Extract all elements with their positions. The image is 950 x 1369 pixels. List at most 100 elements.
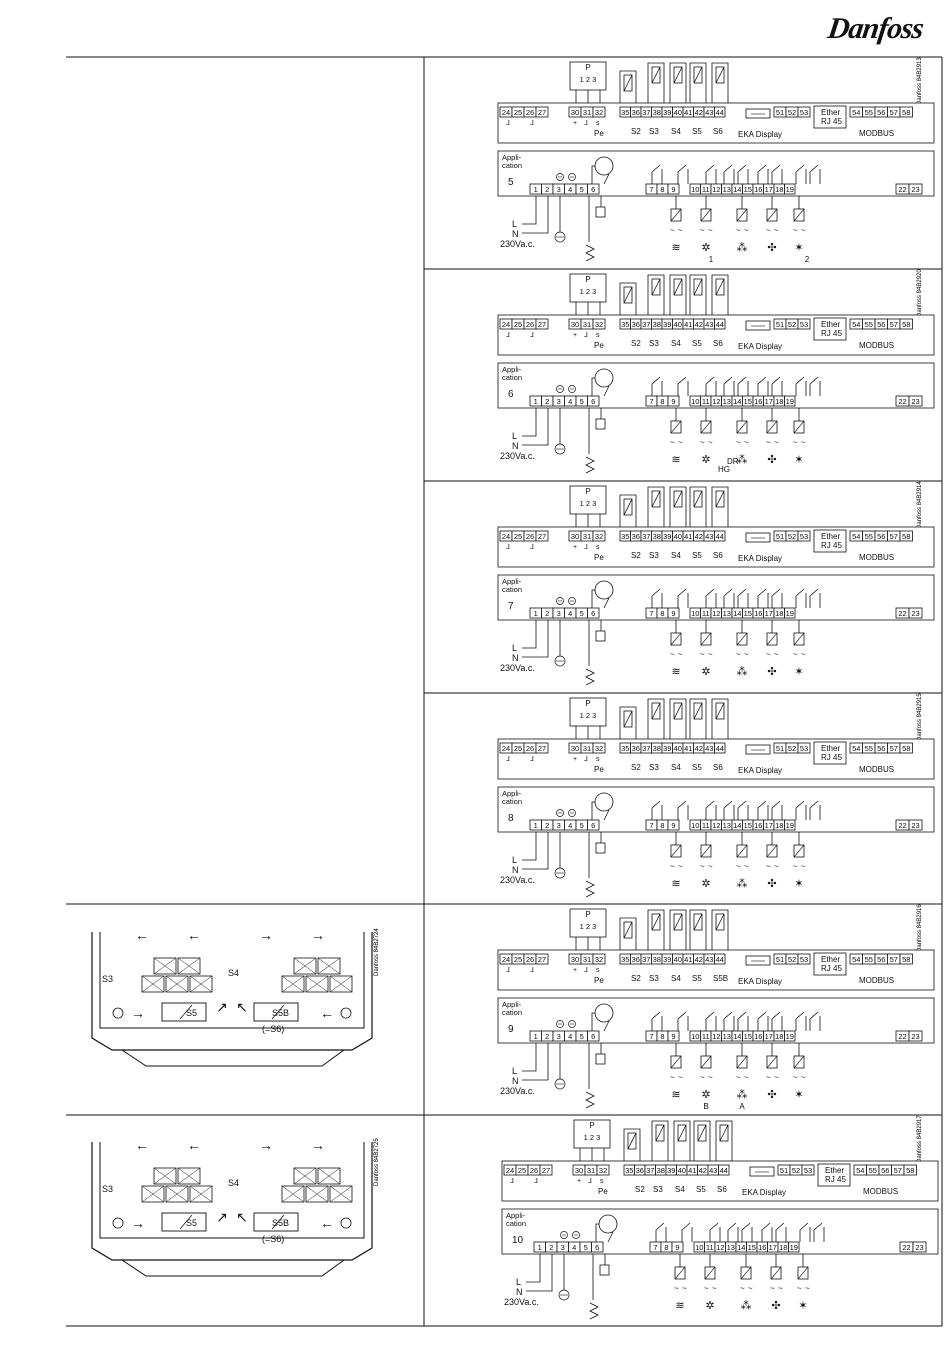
terminal-7-9-label: 8 (660, 397, 664, 406)
terminal-54-58-label: 55 (865, 320, 873, 329)
label-A: A (739, 1102, 745, 1111)
terminal-35-44-box (714, 106, 726, 118)
label-B: B (703, 1102, 708, 1111)
ac-symbol: ~ (774, 438, 779, 447)
terminal-10-19-box (788, 1241, 800, 1253)
ac-symbol: ~ (766, 438, 771, 447)
terminal-10-19-label: 19 (786, 185, 794, 194)
relay-contact (741, 1222, 751, 1242)
pressure-transmitter (569, 485, 607, 515)
relay-contact (677, 376, 687, 396)
terminal-10-19-label: 13 (723, 821, 731, 830)
terminal-24-27-label: 26 (526, 532, 534, 541)
terminal-35-44-label: 43 (705, 744, 713, 753)
relay-contact (809, 1011, 819, 1031)
terminal-30-32-label: 32 (595, 955, 603, 964)
terminal-24-27-label: 24 (502, 320, 510, 329)
drawing-code: Danfoss 84B2724.10 (374, 928, 380, 976)
relay-contact (757, 164, 767, 184)
relay-contact (757, 588, 767, 608)
terminal-1-6-label: 2 (545, 397, 549, 406)
sensor-label: S5 (692, 339, 702, 348)
supply-voltage: 230Va.c. (500, 239, 535, 249)
terminal-1-6-label: 1 (534, 821, 538, 830)
terminal-30-32-label: 30 (571, 320, 579, 329)
terminal-54-58-label: 54 (852, 108, 860, 117)
eka-display-icon (745, 320, 771, 331)
terminal-10-19-label: 13 (723, 609, 731, 618)
ac-symbol: ~ (797, 1284, 802, 1293)
ac-symbol: ~ (682, 1284, 687, 1293)
relay-contact (757, 376, 767, 396)
ground-tick: ⅃ (534, 1178, 538, 1185)
sensor-label: S5 (692, 127, 702, 136)
pressure-pins: 1 2 3 (580, 75, 597, 84)
sensor-label: S6 (713, 127, 723, 136)
airflow-arrow-icon: ← (320, 1005, 334, 1021)
terminal-7-9-label: 7 (649, 821, 653, 830)
terminal-22-23-box (912, 1241, 927, 1253)
terminal-1-6-label: 3 (557, 397, 561, 406)
relay-contact (761, 1222, 771, 1242)
airflow-arrow-icon: ← (320, 1215, 334, 1231)
terminal-24-27-box (535, 106, 549, 118)
ac-symbol: ~ (708, 226, 713, 235)
relay-contact (737, 800, 747, 820)
ac-symbol: ~ (712, 1284, 717, 1293)
terminal-10-19-box (784, 395, 796, 407)
terminal-35-44-label: 43 (705, 108, 713, 117)
drawing-code: Danfoss 84B2915.10 (917, 693, 923, 741)
terminal-7-9-label: 8 (660, 1032, 664, 1041)
ac-symbol: ~ (700, 226, 705, 235)
pressure-label: P (585, 63, 590, 72)
terminal-10-19-label: 11 (706, 1243, 714, 1252)
terminal-35-44-label: 40 (674, 744, 682, 753)
line-N: N (512, 653, 519, 663)
terminal-30-32-box (592, 742, 606, 754)
terminal-51-53-label: 51 (776, 320, 784, 329)
relay-contact (677, 588, 687, 608)
terminal-10-19-label: 12 (712, 821, 720, 830)
cabinet-base (120, 1259, 346, 1277)
ether-label: Ether (825, 1166, 844, 1175)
load-symbol-icon: ✲ (701, 1089, 710, 1101)
terminal-35-44-label: 37 (642, 955, 650, 964)
pe-label: Pe (594, 129, 604, 138)
terminal-54-58-label: 56 (877, 532, 885, 541)
terminal-7-9-label: 8 (664, 1243, 668, 1252)
terminal-30-32-box (592, 106, 606, 118)
terminal-35-44-label: 37 (642, 532, 650, 541)
ac-symbol: ~ (678, 438, 683, 447)
ethernet-port (813, 952, 847, 976)
load-symbol-icon: ⁂ (737, 878, 748, 890)
sensor-label: S6 (713, 339, 723, 348)
application-label: Appli- (506, 1211, 526, 1220)
terminal-35-44-label: 40 (674, 320, 682, 329)
valve-driver-icon (594, 1003, 614, 1023)
terminal-1-6-label: 4 (572, 1243, 576, 1252)
airflow-arrow-icon: → (131, 1005, 145, 1021)
terminal-54-58-label: 56 (877, 955, 885, 964)
tick: ⅃ (584, 756, 588, 763)
supply-voltage: 230Va.c. (504, 1297, 539, 1307)
terminal-1-6-label: 4 (568, 821, 572, 830)
relay-contact (809, 164, 819, 184)
ac-symbol: ~ (736, 226, 741, 235)
ac-symbol: ~ (774, 226, 779, 235)
rj45-label: RJ 45 (825, 1175, 846, 1184)
ac-symbol: ~ (744, 226, 749, 235)
terminal-10-19-label: 10 (691, 821, 699, 830)
terminal-54-58-label: 58 (902, 955, 910, 964)
terminal-51-53-label: 51 (776, 955, 784, 964)
terminal-35-44-box (714, 742, 726, 754)
coil-icon (595, 1053, 606, 1065)
terminal-35-44-label: 39 (667, 1166, 675, 1175)
terminal-22-23-box (908, 395, 923, 407)
ac-symbol: ~ (744, 1073, 749, 1082)
valve-driver-icon (594, 368, 614, 388)
sensor-s5b-label: S5B (272, 1008, 289, 1018)
terminal-54-58-label: 54 (852, 532, 860, 541)
terminal-7-9-label: 7 (653, 1243, 657, 1252)
terminal-10-19-label: 17 (765, 397, 773, 406)
